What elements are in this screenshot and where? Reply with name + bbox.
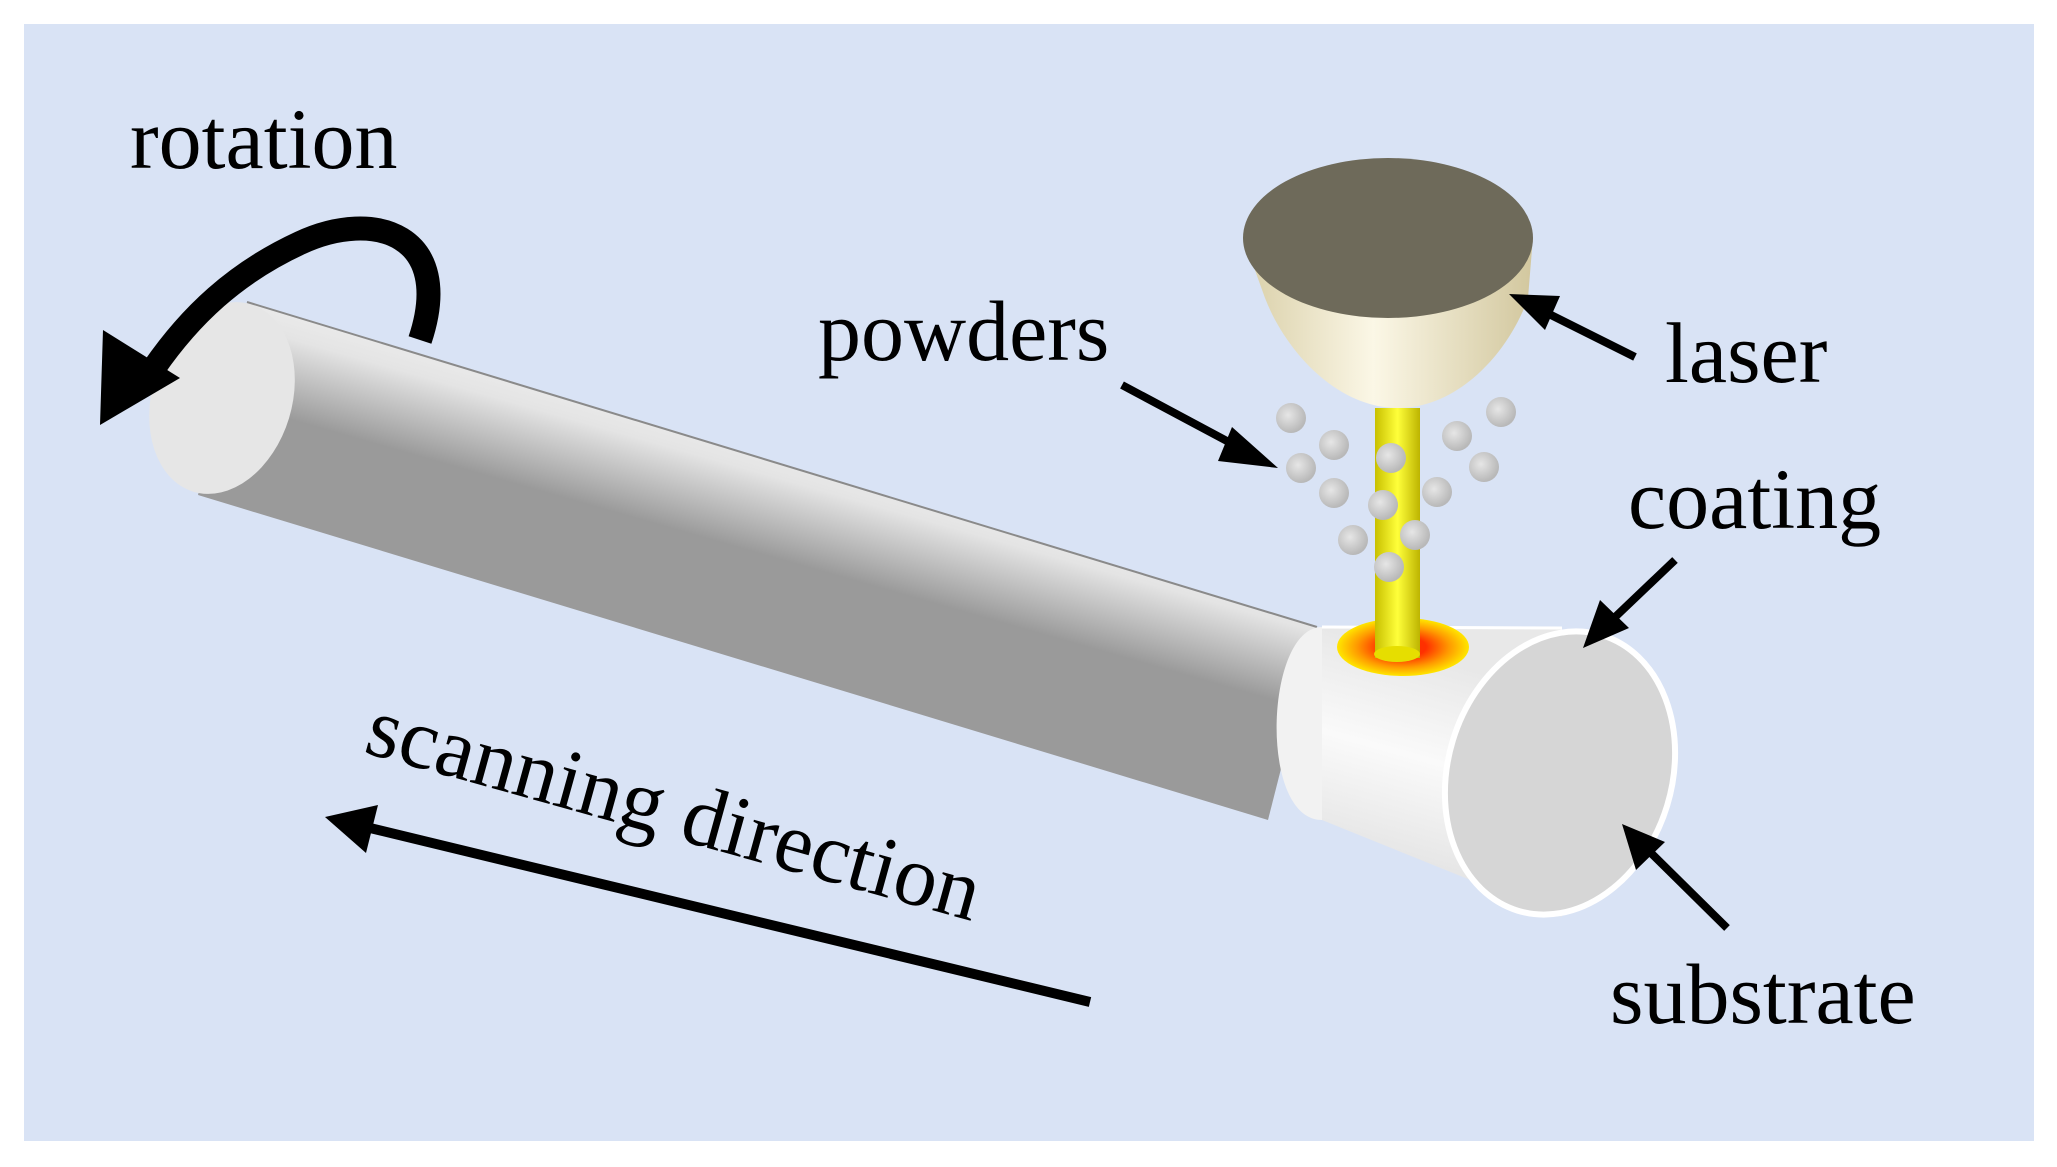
coating-label: coating — [1628, 451, 1881, 547]
powders-label: powders — [818, 283, 1109, 379]
powder-particle — [1319, 478, 1349, 508]
powder-particle — [1400, 520, 1430, 550]
powder-particle — [1276, 403, 1306, 433]
powder-particle — [1442, 421, 1472, 451]
powders-pointer-arrow — [1120, 381, 1278, 468]
rotation-label: rotation — [130, 91, 398, 187]
powder-particle — [1286, 453, 1316, 483]
coating-pointer-arrow — [1583, 557, 1678, 648]
substrate-pointer-arrow — [1622, 824, 1730, 931]
powder-particles — [1276, 397, 1516, 582]
laser-pointer-arrow — [1509, 294, 1637, 361]
powder-particle — [1486, 397, 1516, 427]
powder-particle — [1469, 452, 1499, 482]
substrate-label: substrate — [1610, 946, 1916, 1042]
powder-particle — [1376, 443, 1406, 473]
powder-particle — [1368, 490, 1398, 520]
powder-particle — [1319, 430, 1349, 460]
laser-label: laser — [1665, 305, 1827, 401]
powder-particle — [1338, 525, 1368, 555]
powder-particle — [1374, 552, 1404, 582]
scanning-direction-arrow-icon — [325, 805, 1092, 1007]
substrate-rod — [149, 301, 1318, 820]
powder-particle — [1422, 477, 1452, 507]
laser-nozzle — [1243, 158, 1533, 408]
rotation-arrow-icon — [100, 216, 441, 425]
